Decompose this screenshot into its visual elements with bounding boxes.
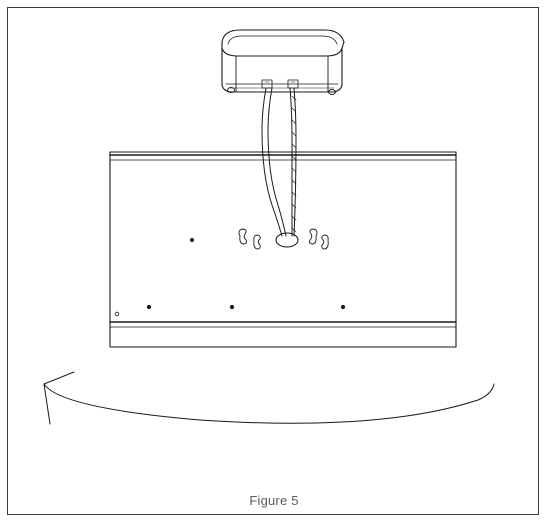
mounting-plate-icon — [109, 151, 457, 348]
figure-caption: Figure 5 — [249, 493, 299, 508]
rotation-arrow-icon — [43, 371, 495, 425]
wire-icon — [261, 87, 297, 237]
junction-box-icon — [221, 29, 345, 95]
